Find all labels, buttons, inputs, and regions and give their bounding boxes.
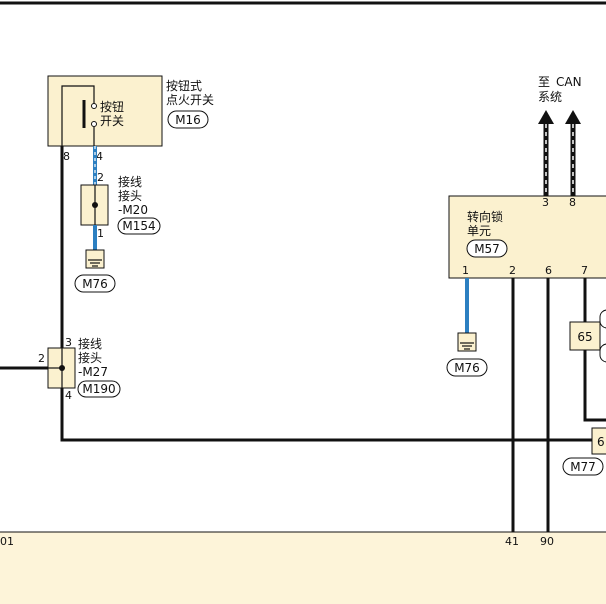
steering-lock-code-badge xyxy=(466,239,508,258)
fuse-box xyxy=(569,321,601,351)
ignition-switch-title-1: 按钮式 xyxy=(166,78,202,93)
m27-label-3: -M27 xyxy=(78,365,108,379)
right-code-badge xyxy=(562,457,604,476)
bottom-pin-90: 90 xyxy=(540,535,554,548)
connector-m27: 3 2 4 接线 接头 -M27 M190 xyxy=(38,336,121,402)
ground-left: M76 xyxy=(74,249,116,293)
ground-left-code-badge xyxy=(74,274,116,293)
right-partial-badge-1 xyxy=(599,309,606,329)
ground-right: M76 xyxy=(446,332,488,377)
bottom-pin-01: 01 xyxy=(0,535,14,548)
ignition-pin-4: 4 xyxy=(96,150,103,163)
ground-left-box xyxy=(85,249,105,269)
can-connection: 至 CAN 系统 xyxy=(538,75,582,196)
m27-splice-dot xyxy=(59,365,65,371)
m27-code: M190 xyxy=(82,382,115,396)
steering-lock-title-2: 单元 xyxy=(467,224,491,238)
lock-pin-6: 6 xyxy=(545,264,552,277)
black-wire-m27-to-right xyxy=(60,388,596,442)
lock-pin-8: 8 xyxy=(569,196,576,209)
ground-left-code: M76 xyxy=(82,277,108,291)
lock-pin-3: 3 xyxy=(542,196,549,209)
lock-pin-7: 7 xyxy=(581,264,588,277)
connector-m20: 2 1 接线 接头 -M20 M154 xyxy=(80,171,161,240)
can-arrow-2 xyxy=(565,110,581,124)
bottom-panel: 01 41 90 xyxy=(0,531,606,604)
ground-right-code-badge xyxy=(446,358,488,377)
m27-code-badge xyxy=(77,380,121,398)
ignition-pin-8: 8 xyxy=(63,150,70,163)
steering-lock-unit: 3 8 转向锁 单元 M57 1 2 6 7 xyxy=(448,195,606,279)
m20-pin-2: 2 xyxy=(97,171,104,184)
m20-code-badge xyxy=(117,217,161,235)
m27-label-2: 接头 xyxy=(78,350,102,365)
lock-pin-1: 1 xyxy=(462,264,469,277)
steering-lock-code: M57 xyxy=(474,242,500,256)
steering-lock-box xyxy=(448,195,606,279)
ignition-switch-title-2: 点火开关 xyxy=(166,93,214,107)
ground-right-box xyxy=(457,332,477,352)
fuse-label: 65 xyxy=(577,330,592,344)
switch-contact-top xyxy=(91,103,97,109)
m20-label-1: 接线 xyxy=(118,174,142,189)
m20-label-3: -M20 xyxy=(118,203,148,217)
m20-label-2: 接头 xyxy=(118,188,142,203)
bottom-pin-41: 41 xyxy=(505,535,519,548)
black-wire-pin7-to-right xyxy=(583,350,606,422)
right-parts: 65 6 M77 xyxy=(562,309,606,476)
right-connector-box xyxy=(591,427,606,455)
switch-internal-line xyxy=(61,85,95,146)
right-partial-badge-2 xyxy=(599,343,606,363)
switch-inner-text-2: 开关 xyxy=(100,114,124,128)
ignition-switch: 按钮 开关 按钮式 点火开关 M16 8 4 xyxy=(47,75,214,163)
m27-pin-4: 4 xyxy=(65,389,72,402)
m27-label-1: 接线 xyxy=(78,336,102,351)
can-label-1: 至 xyxy=(538,75,550,89)
steering-lock-title-1: 转向锁 xyxy=(467,209,503,224)
ignition-switch-box xyxy=(47,75,163,147)
can-arrow-1 xyxy=(538,110,554,124)
ignition-switch-code: M16 xyxy=(175,113,201,127)
ignition-switch-code-badge xyxy=(167,110,209,129)
right-connector-label: 6 xyxy=(597,435,605,449)
m20-code: M154 xyxy=(122,219,155,233)
can-label-2: CAN xyxy=(556,75,582,89)
m20-splice-dot xyxy=(92,202,98,208)
switch-inner-text-1: 按钮 xyxy=(100,99,124,114)
bottom-panel-fill xyxy=(0,532,606,604)
can-label-3: 系统 xyxy=(538,90,562,104)
ground-right-code: M76 xyxy=(454,361,480,375)
m20-pin-1: 1 xyxy=(97,227,104,240)
m27-pin-2: 2 xyxy=(38,352,45,365)
switch-contact-bottom xyxy=(91,121,97,127)
lock-pin-2: 2 xyxy=(509,264,516,277)
right-code: M77 xyxy=(570,460,596,474)
m27-pin-3: 3 xyxy=(65,336,72,349)
